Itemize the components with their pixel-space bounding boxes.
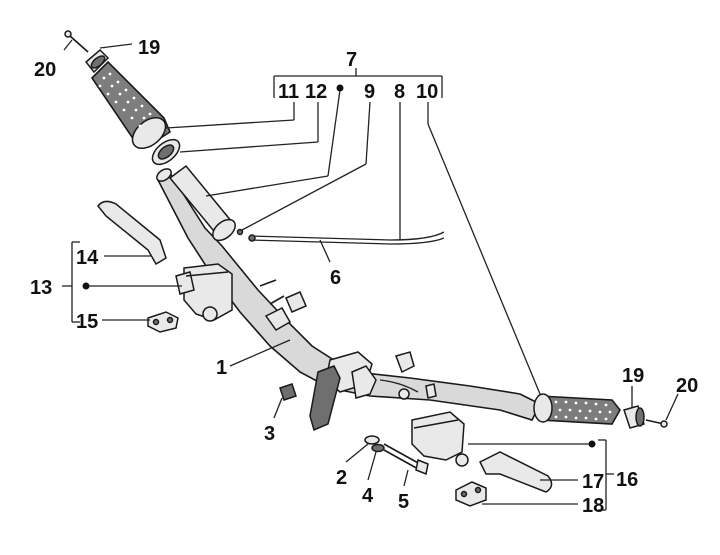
throttle-tube bbox=[168, 164, 244, 242]
label-20-right: 20 bbox=[676, 375, 698, 397]
label-9: 9 bbox=[364, 81, 375, 103]
callout-labels: 20 19 7 11 12 9 8 10 6 14 13 15 1 3 2 4 … bbox=[30, 37, 698, 517]
label-20-left: 20 bbox=[34, 59, 56, 81]
label-17: 17 bbox=[582, 471, 604, 493]
label-15: 15 bbox=[76, 311, 98, 333]
label-7: 7 bbox=[346, 49, 357, 71]
label-1: 1 bbox=[216, 357, 227, 379]
left-bar-end bbox=[64, 30, 110, 74]
label-6: 6 bbox=[330, 267, 341, 289]
label-16: 16 bbox=[616, 469, 638, 491]
right-grip bbox=[533, 393, 621, 425]
right-brake-lever bbox=[478, 451, 553, 493]
label-5: 5 bbox=[398, 491, 409, 513]
label-11: 11 bbox=[278, 81, 299, 103]
left-grip bbox=[90, 60, 172, 150]
leader-lines bbox=[62, 39, 679, 511]
spacer-4 bbox=[371, 443, 385, 453]
label-19-right: 19 bbox=[622, 365, 644, 387]
right-master-cylinder bbox=[411, 411, 469, 467]
label-3: 3 bbox=[264, 423, 275, 445]
left-grip-washer bbox=[151, 138, 181, 166]
label-4: 4 bbox=[362, 485, 374, 507]
handlebar-center-bracket bbox=[309, 351, 437, 432]
right-bar-end bbox=[623, 405, 668, 429]
label-12: 12 bbox=[305, 81, 327, 103]
nut-3 bbox=[279, 383, 297, 401]
right-clamp bbox=[455, 481, 487, 507]
label-14: 14 bbox=[76, 247, 99, 269]
label-13: 13 bbox=[30, 277, 52, 299]
left-brake-lever bbox=[97, 200, 167, 266]
left-master-cylinder bbox=[175, 263, 233, 322]
left-clamp bbox=[147, 311, 179, 333]
label-10: 10 bbox=[416, 81, 438, 103]
reference-dots bbox=[82, 84, 596, 448]
washer-2 bbox=[364, 435, 380, 445]
label-2: 2 bbox=[336, 467, 347, 489]
throttle-cable bbox=[248, 231, 445, 245]
bolt-5 bbox=[383, 443, 429, 476]
label-8: 8 bbox=[394, 81, 405, 103]
label-19-left: 19 bbox=[138, 37, 160, 59]
label-18: 18 bbox=[582, 495, 604, 517]
